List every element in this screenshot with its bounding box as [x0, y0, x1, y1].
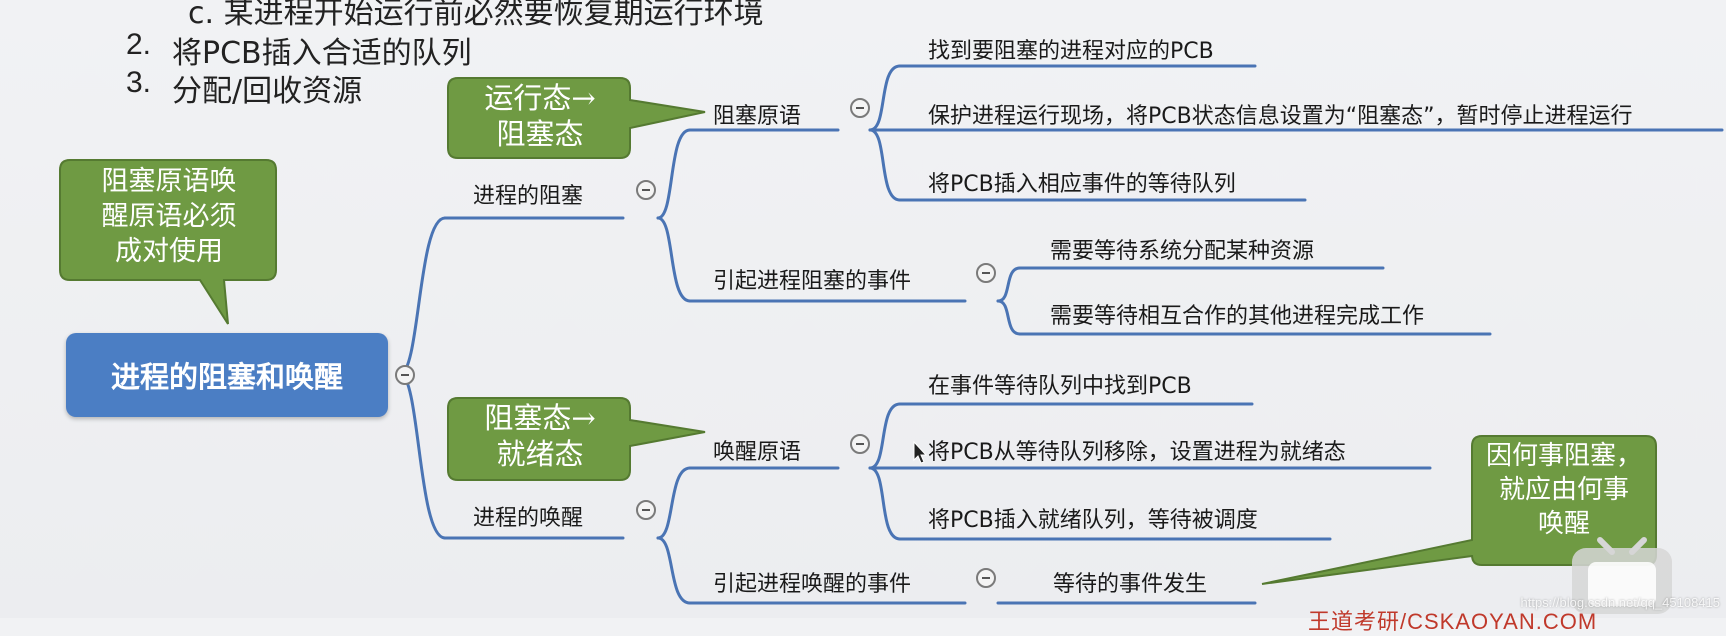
- node-block-event-2[interactable]: 需要等待相互合作的其他进程完成工作: [1050, 304, 1425, 329]
- edge-bstep-1: [868, 64, 902, 132]
- node-wake-event-1[interactable]: 等待的事件发生: [1053, 572, 1208, 597]
- edge-root-block: [398, 216, 447, 376]
- node-block-event-1[interactable]: 需要等待系统分配某种资源: [1050, 239, 1315, 264]
- edge-wake-primitive: [656, 466, 692, 540]
- node-wake[interactable]: 进程的唤醒: [473, 506, 584, 531]
- collapse-block-primitive-icon[interactable]: [850, 98, 870, 118]
- edge-bstep-3: [868, 128, 902, 202]
- edge-wake-events: [656, 536, 692, 605]
- root-node[interactable]: 进程的阻塞和唤醒: [66, 333, 388, 417]
- edge-root-wake: [398, 372, 447, 540]
- brand-text: 王道考研/CSKAOYAN.COM: [1308, 609, 1598, 634]
- video-logo-icon: [1572, 537, 1672, 614]
- node-block-step-1[interactable]: 找到要阻塞的进程对应的PCB: [928, 39, 1214, 64]
- callout-block-ready-shape: [447, 397, 706, 481]
- callout-run-block-shape: [447, 77, 706, 159]
- callout-pair-shape: [59, 159, 277, 325]
- node-wake-primitive[interactable]: 唤醒原语: [713, 440, 802, 465]
- edge-block-primitive: [656, 128, 692, 220]
- watermark-url: https://blog.csdn.net/qq_45108415: [1520, 595, 1721, 610]
- callout-pair-text: 阻塞原语唤 醒原语必须 成对使用: [101, 166, 237, 268]
- collapse-block-icon[interactable]: [636, 180, 656, 200]
- list-item-3-text: 分配/回收资源: [172, 74, 363, 109]
- edge-wstep-3: [868, 466, 902, 541]
- node-wake-step-2[interactable]: 将PCB从等待队列移除，设置进程为就绪态: [928, 440, 1346, 465]
- collapse-wake-icon[interactable]: [636, 500, 656, 520]
- edge-bevent-1: [996, 266, 1022, 303]
- collapse-wake-events-icon[interactable]: [976, 568, 996, 588]
- node-block-primitive[interactable]: 阻塞原语: [713, 104, 802, 129]
- collapse-block-events-icon[interactable]: [976, 263, 996, 283]
- mindmap-connectors: [59, 64, 1724, 614]
- list-item-3-number: 3.: [126, 66, 152, 99]
- mouse-cursor-icon: [913, 440, 928, 464]
- list-item-c: c. 某进程开始运行前必然要恢复期运行环境: [188, 0, 764, 31]
- callout-run-block-text: 运行态→ 阻塞态: [484, 81, 596, 152]
- node-wake-step-1[interactable]: 在事件等待队列中找到PCB: [928, 374, 1192, 399]
- callout-cause-text: 因何事阻塞， 就应由何事 唤醒: [1485, 441, 1642, 539]
- collapse-root-icon[interactable]: [395, 365, 415, 385]
- collapse-wake-primitive-icon[interactable]: [850, 434, 870, 454]
- edge-wstep-1: [868, 402, 902, 470]
- node-wake-step-3[interactable]: 将PCB插入就绪队列，等待被调度: [928, 508, 1258, 533]
- node-block-events[interactable]: 引起进程阻塞的事件: [713, 269, 912, 294]
- edge-bevent-2: [996, 299, 1022, 336]
- callout-block-ready-text: 阻塞态→ 就绪态: [484, 401, 596, 472]
- node-wake-events[interactable]: 引起进程唤醒的事件: [713, 572, 912, 597]
- node-block-step-3[interactable]: 将PCB插入相应事件的等待队列: [928, 172, 1236, 197]
- callout-cause-shape: [1261, 435, 1657, 585]
- list-item-2-text: 将PCB插入合适的队列: [172, 36, 472, 71]
- edge-block-events: [656, 216, 692, 303]
- list-item-2-number: 2.: [126, 28, 152, 61]
- node-block[interactable]: 进程的阻塞: [473, 184, 584, 209]
- node-block-step-2[interactable]: 保护进程运行现场，将PCB状态信息设置为“阻塞态”，暂时停止进程运行: [928, 104, 1633, 129]
